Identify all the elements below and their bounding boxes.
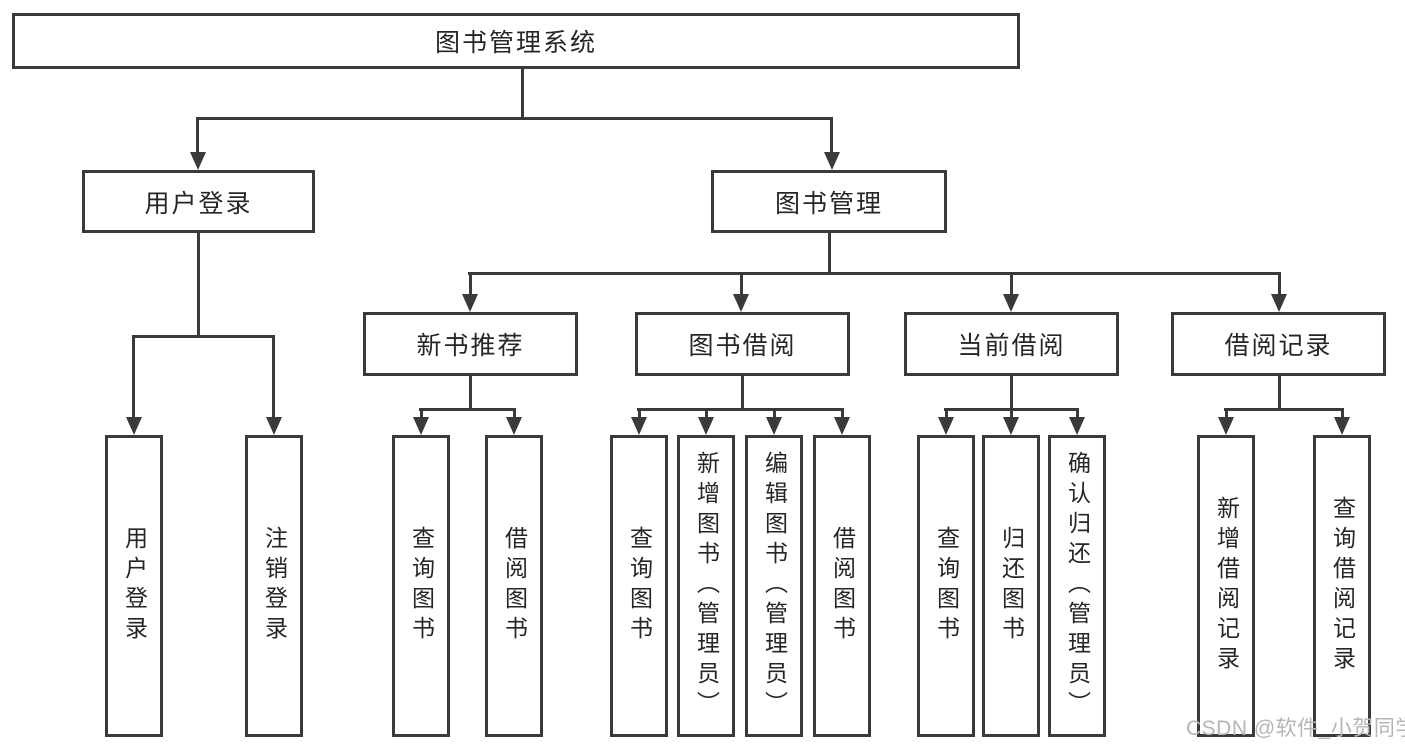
- leaf-query-borrow-record: 查询借阅记录: [1313, 435, 1371, 737]
- leaf-edit-book-admin: 编辑图书（管理员）: [745, 435, 803, 737]
- connector-line: [420, 408, 423, 417]
- arrow-down-icon: [266, 417, 282, 435]
- leaf-label: 查询图书: [626, 526, 653, 646]
- leaf-confirm-return-admin: 确认归还（管理员）: [1048, 435, 1106, 737]
- connector-line: [196, 117, 199, 153]
- connector-line: [1076, 408, 1079, 417]
- connector-line: [132, 335, 135, 417]
- leaf-label: 借阅图书: [829, 526, 856, 646]
- connector-line: [741, 376, 744, 408]
- connector-line: [419, 408, 516, 411]
- arrow-down-icon: [698, 417, 714, 435]
- arrow-down-icon: [766, 417, 782, 435]
- node-new-book-recommend: 新书推荐: [363, 312, 578, 376]
- leaf-return-book: 归还图书: [982, 435, 1040, 737]
- leaf-label: 查询借阅记录: [1329, 496, 1356, 676]
- leaf-label: 借阅图书: [501, 526, 528, 646]
- leaf-add-book-admin: 新增图书（管理员）: [677, 435, 735, 737]
- arrow-down-icon: [1334, 417, 1350, 435]
- arrow-down-icon: [1003, 294, 1019, 312]
- leaf-label: 编辑图书（管理员）: [761, 451, 788, 721]
- connector-line: [945, 408, 948, 417]
- connector-line: [1010, 408, 1013, 417]
- node-book-management: 图书管理: [711, 170, 947, 233]
- leaf-user-login: 用户登录: [105, 435, 163, 737]
- leaf-label: 用户登录: [121, 526, 148, 646]
- connector-line: [841, 408, 844, 417]
- connector-line: [1341, 408, 1344, 417]
- arrow-down-icon: [1218, 417, 1234, 435]
- connector-line: [469, 272, 472, 294]
- arrow-down-icon: [1069, 417, 1085, 435]
- connector-line: [132, 335, 275, 338]
- connector-line: [1278, 272, 1281, 294]
- arrow-down-icon: [506, 417, 522, 435]
- connector-line: [1224, 408, 1344, 411]
- connector-line: [1225, 408, 1228, 417]
- arrow-down-icon: [824, 152, 840, 170]
- connector-line: [740, 272, 743, 294]
- connector-line: [272, 335, 275, 417]
- node-borrowing-records: 借阅记录: [1171, 312, 1386, 376]
- arrow-down-icon: [413, 417, 429, 435]
- leaf-label: 查询图书: [408, 526, 435, 646]
- node-user-login: 用户登录: [82, 170, 315, 233]
- connector-line: [469, 376, 472, 408]
- leaf-label: 归还图书: [998, 526, 1025, 646]
- arrow-down-icon: [462, 294, 478, 312]
- connector-line: [1010, 376, 1013, 408]
- arrow-down-icon: [190, 152, 206, 170]
- leaf-logout: 注销登录: [245, 435, 303, 737]
- leaf-query-books-current: 查询图书: [917, 435, 975, 737]
- arrow-down-icon: [834, 417, 850, 435]
- leaf-query-books-borrowing: 查询图书: [610, 435, 668, 737]
- node-library-management-system: 图书管理系统: [12, 13, 1020, 69]
- csdn-watermark: CSDN @软件_小贺同学: [1186, 717, 1405, 740]
- arrow-down-icon: [938, 417, 954, 435]
- connector-line: [773, 408, 776, 417]
- connector-line: [637, 408, 844, 411]
- arrow-down-icon: [1271, 294, 1287, 312]
- connector-line: [513, 408, 516, 417]
- leaf-borrow-books-recommend: 借阅图书: [485, 435, 543, 737]
- connector-line: [705, 408, 708, 417]
- arrow-down-icon: [126, 417, 142, 435]
- leaf-label: 新增借阅记录: [1213, 496, 1240, 676]
- arrow-down-icon: [1003, 417, 1019, 435]
- leaf-label: 新增图书（管理员）: [693, 451, 720, 721]
- leaf-label: 查询图书: [933, 526, 960, 646]
- leaf-label: 注销登录: [261, 526, 288, 646]
- leaf-borrow-books-borrowing: 借阅图书: [813, 435, 871, 737]
- connector-line: [196, 117, 833, 120]
- connector-line: [1278, 376, 1281, 408]
- connector-line: [521, 69, 524, 117]
- connector-line: [468, 272, 1281, 275]
- connector-line: [638, 408, 641, 417]
- connector-line: [197, 233, 200, 335]
- arrow-down-icon: [733, 294, 749, 312]
- connector-line: [1010, 272, 1013, 294]
- connector-line: [828, 233, 831, 272]
- connector-line: [830, 117, 833, 153]
- leaf-label: 确认归还（管理员）: [1064, 451, 1091, 721]
- arrow-down-icon: [631, 417, 647, 435]
- leaf-add-borrow-record: 新增借阅记录: [1197, 435, 1255, 737]
- leaf-query-books-recommend: 查询图书: [392, 435, 450, 737]
- node-current-borrowing: 当前借阅: [904, 312, 1119, 376]
- node-book-borrowing: 图书借阅: [635, 312, 850, 376]
